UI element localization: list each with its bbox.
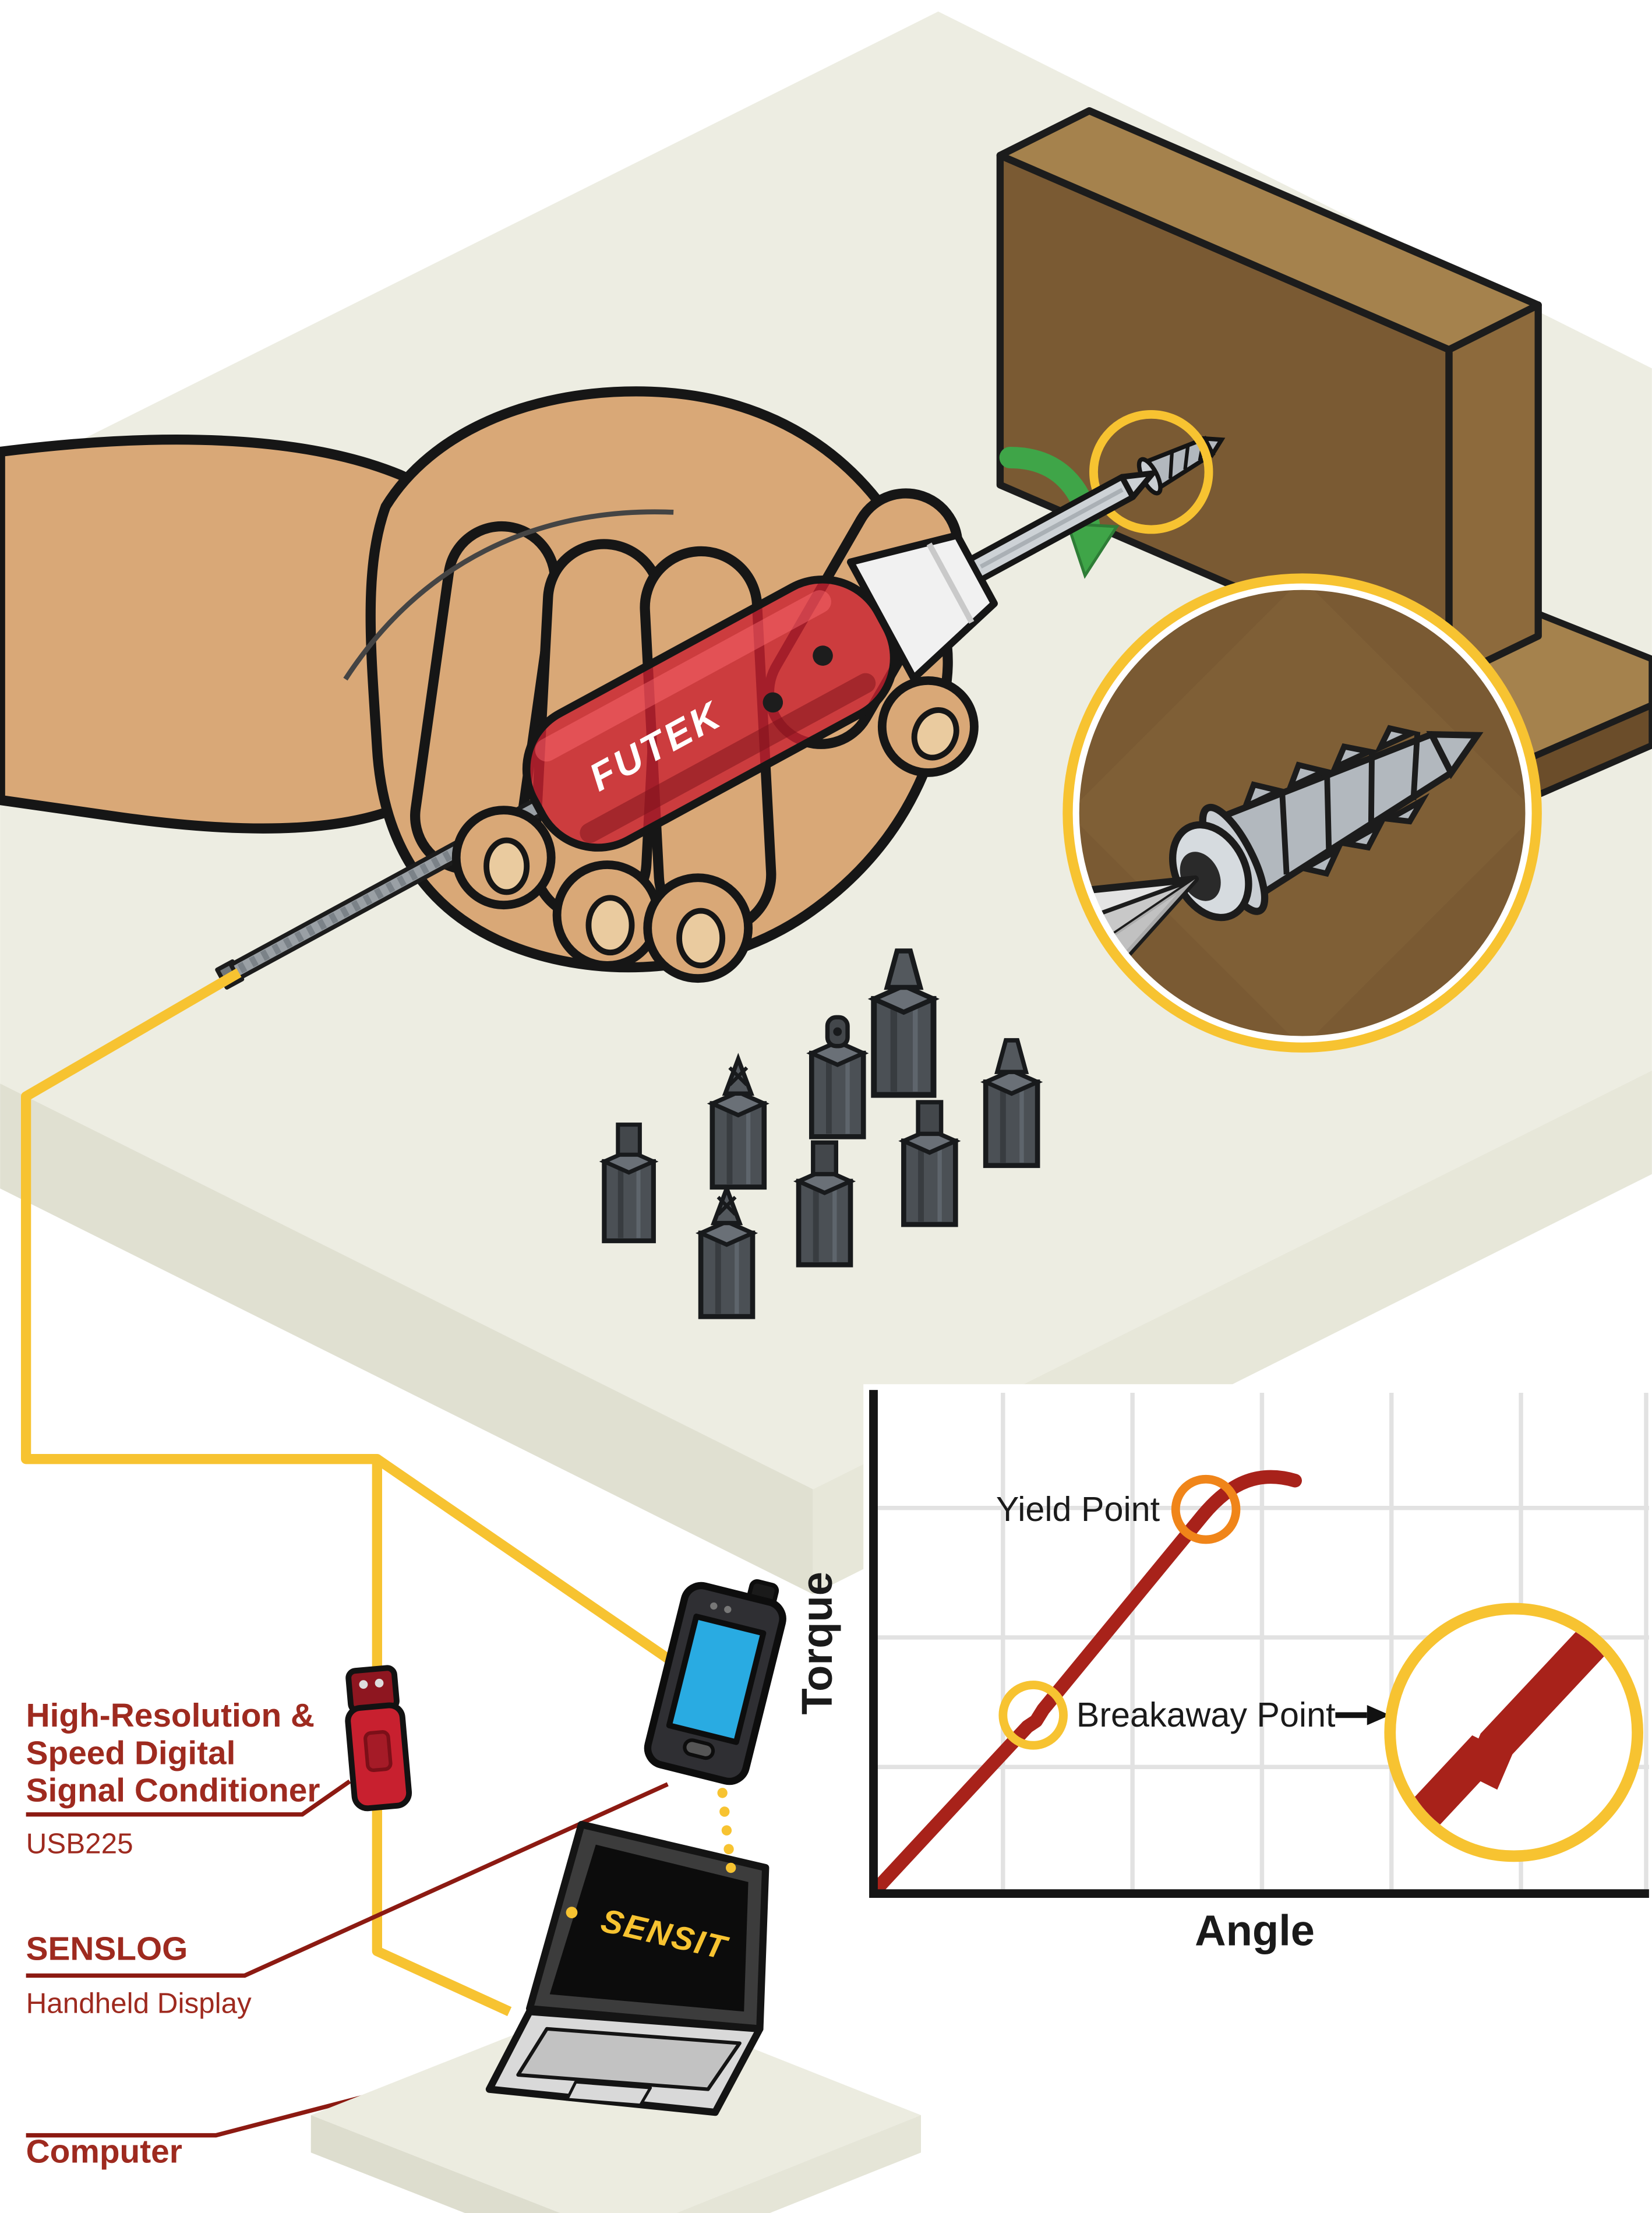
wood-block	[996, 107, 1542, 683]
senslog-label: SENSLOG	[26, 1930, 188, 1967]
chart-ylabel: Torque	[793, 1572, 841, 1715]
handheld-screen	[666, 1614, 767, 1745]
laptop-keyboard	[516, 2027, 742, 2091]
torque-angle-chart: Yield Point Breakaway Point Torque Angle	[793, 1384, 1652, 1955]
conditioner-label-line2: Speed Digital	[26, 1735, 236, 1771]
handheld-button	[683, 1738, 715, 1760]
motion-arc	[343, 509, 674, 681]
ferrule	[846, 531, 998, 682]
breakaway-point-label: Breakaway Point	[1076, 1695, 1336, 1734]
senslog-sub-label: Handheld Display	[26, 1988, 252, 2020]
yield-point-label: Yield Point	[996, 1490, 1160, 1529]
fingertips	[451, 676, 979, 983]
breakaway-arrow-icon	[1335, 1705, 1390, 1725]
computer-label: Computer	[26, 2134, 182, 2170]
torque-curve	[869, 1470, 1302, 1896]
conditioner-label-line3: Signal Conditioner	[26, 1773, 320, 1809]
conditioner-label-line1: High-Resolution &	[26, 1697, 315, 1734]
wireless-link-dotted-line	[717, 1788, 738, 1887]
annotation-labels: High-Resolution & Speed Digital Signal C…	[26, 1697, 320, 2170]
laptop-display	[549, 1844, 749, 2012]
handle-body	[526, 579, 894, 848]
laptop-logo-icon	[566, 1907, 578, 1919]
yield-point-marker	[1171, 1474, 1241, 1544]
laptop-touchpad	[565, 2080, 652, 2107]
breakaway-point-marker	[998, 1681, 1068, 1750]
conditioner-model-label: USB225	[26, 1827, 133, 1859]
screw-callout-circle	[1089, 410, 1213, 534]
screw-zoom-circle	[1062, 573, 1542, 1053]
chart-xlabel: Angle	[1195, 1907, 1315, 1955]
usb-dongle	[345, 1665, 412, 1812]
driver-tip	[1119, 470, 1156, 500]
handheld-display	[644, 1579, 786, 1785]
laptop: SENSIT	[485, 1820, 769, 2116]
sensor-cable	[20, 968, 674, 2017]
chart-axes	[869, 1390, 1649, 1898]
breakaway-zoom-circle	[1384, 1603, 1644, 1862]
